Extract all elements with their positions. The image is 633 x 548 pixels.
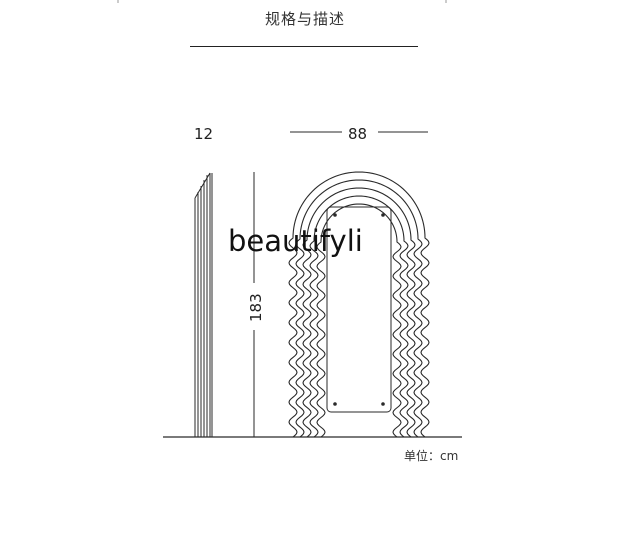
- height-dimension-label: 183: [247, 293, 265, 322]
- depth-dimension-label: 12: [194, 125, 213, 143]
- screw-top-right: [381, 213, 385, 217]
- wave-outline-1: [288, 171, 430, 438]
- screw-bottom-right: [381, 402, 385, 406]
- wave-outline-2: [295, 179, 423, 438]
- page-title: 规格与描述: [264, 10, 345, 28]
- wavy-mirror-front-view: [288, 171, 430, 438]
- top-edge-marks: [117, 0, 447, 3]
- side-view-profile: [194, 172, 213, 437]
- screw-bottom-left: [333, 402, 337, 406]
- mounting-screws: [333, 213, 385, 406]
- unit-label: 单位：cm: [404, 449, 459, 463]
- screw-top-left: [333, 213, 337, 217]
- watermark-text: beautifyli: [228, 224, 363, 258]
- width-dimension-label: 88: [348, 125, 367, 143]
- title-divider: [190, 46, 418, 47]
- wave-outline-3: [302, 187, 416, 438]
- mirror-glass-panel: [326, 206, 392, 413]
- wave-outline-5: [316, 203, 402, 438]
- wave-outline-4: [309, 195, 409, 438]
